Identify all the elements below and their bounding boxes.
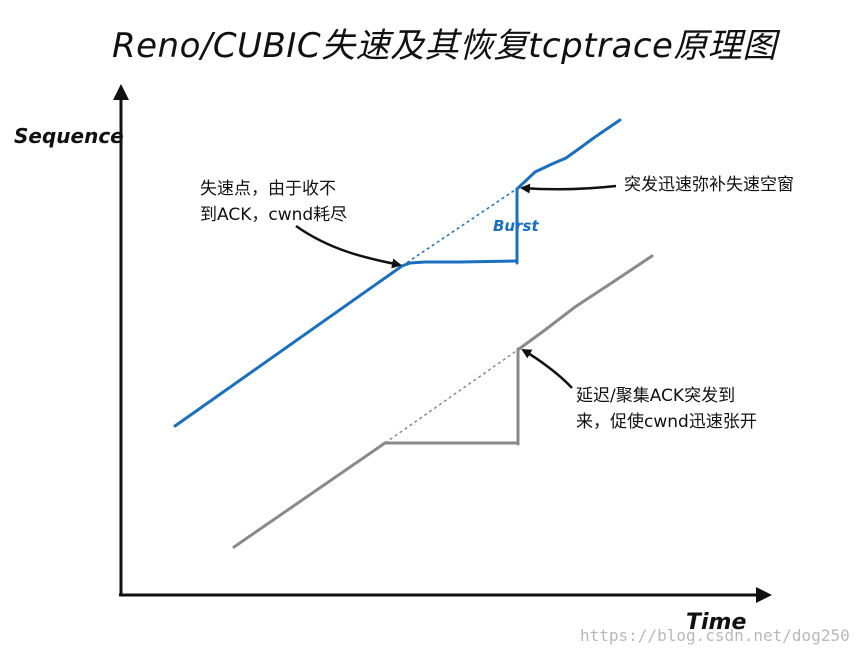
stall-annotation-line-1: 失速点，由于收不 [200,179,336,199]
x-axis-arrow-icon [756,587,772,603]
x-axis-label: Time [686,610,747,635]
watermark-url: https://blog.csdn.net/dog250 [580,626,850,645]
stall-annotation-line-2: 到ACK，cwnd耗尽 [200,205,348,225]
y-axis-arrow-icon [113,84,129,100]
delayed-ack-annotation-line-1: 延迟/聚集ACK突发到 [576,386,736,406]
blue-trace-before-stall [173,264,404,428]
delayed-ack-arrow [521,348,573,389]
blue-trace-after-burst [515,118,622,191]
stall-point-annotation: 失速点，由于收不 到ACK，cwnd耗尽 [200,176,347,228]
burst-recover-annotation: 突发迅速弥补失速空窗 [624,175,794,195]
gray-ideal-dotted-line [384,348,520,444]
delayed-ack-annotation-line-2: 来，促使cwnd迅速张开 [576,412,757,432]
blue-ideal-dotted-line [401,187,519,267]
gray-trace-before-stall [232,441,387,549]
gray-trace-after-burst [517,254,654,351]
y-axis-label: Sequence [14,124,124,148]
delayed-ack-annotation: 延迟/聚集ACK突发到 来，促使cwnd迅速张开 [576,383,757,435]
burst-recover-arrow [520,183,617,194]
diagram-title: Reno/CUBIC失速及其恢复tcptrace原理图 [112,26,777,66]
stall-point-arrow [295,224,402,269]
blue-stall-flat-line [400,259,519,268]
burst-label: Burst [493,217,539,235]
